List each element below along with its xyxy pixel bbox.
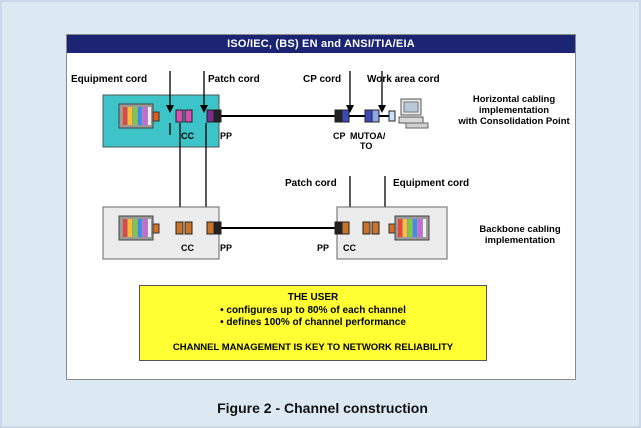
cp-connector-a [334,109,343,123]
backbone-desc-1: Backbone cabling [479,224,560,235]
label-cp: CP [333,131,346,141]
equipment-rack-backbone-left [118,215,154,241]
label-pp-backbone-left: PP [220,243,232,253]
work-area-plug [388,110,396,122]
message-title: THE USER [287,292,339,303]
label-to: TO [360,141,372,151]
label-patch-cord-backbone: Patch cord [285,178,337,189]
figure-caption: Figure 2 - Channel construction [217,400,428,416]
equipment-rack-horizontal [118,103,154,129]
cc-connector-backbone-right-b [371,221,380,235]
message-line-1: • configures up to 80% of each channel [220,305,406,316]
channel-diagram: Equipment cord Patch cord CP cord Work a… [71,71,571,260]
backbone-desc-2: implementation [485,235,555,246]
label-cp-cord: CP cord [303,74,341,85]
pp-connector-horizontal-a [206,109,215,123]
message-footer: CHANNEL MANAGEMENT IS KEY TO NETWORK REL… [172,342,454,353]
label-patch-cord-top: Patch cord [208,74,260,85]
mutoa-connector-a [364,109,373,123]
equipment-port-horizontal [152,111,160,122]
label-equipment-cord: Equipment cord [71,74,147,85]
equipment-rack-backbone-right [394,215,430,241]
pp-connector-backbone-right-a [334,221,343,235]
horizontal-desc-2: implementation [479,105,549,116]
cc-connector-backbone-left-a [175,221,184,235]
label-equipment-cord-backbone: Equipment cord [393,178,469,189]
pp-connector-backbone-left-a [206,221,215,235]
computer-icon [398,98,429,129]
pp-connector-horizontal-b [213,109,222,123]
pp-connector-backbone-left-b [213,221,222,235]
message-line-2: • defines 100% of channel performance [220,317,406,328]
horizontal-desc-3: with Consolidation Point [457,116,570,127]
label-cc-horizontal: CC [181,131,194,141]
diagram-panel: ISO/IEC, (BS) EN and ANSI/TIA/EIA Equipm… [66,34,576,380]
label-cc-backbone-left: CC [181,243,194,253]
pp-connector-backbone-right-b [341,221,350,235]
cc-connector-horizontal-a [175,109,184,123]
user-message-box: THE USER • configures up to 80% of each … [139,285,487,361]
label-pp-horizontal: PP [220,131,232,141]
label-pp-backbone-right: PP [317,243,329,253]
label-cc-backbone-right: CC [343,243,356,253]
horizontal-desc-1: Horizontal cabling [473,94,556,105]
label-mutoa: MUTOA/ [350,131,386,141]
label-work-area-cord: Work area cord [367,74,440,85]
cp-connector-b [341,109,350,123]
diagram-title-bar: ISO/IEC, (BS) EN and ANSI/TIA/EIA [67,35,575,53]
cc-connector-horizontal-b [184,109,193,123]
cc-connector-backbone-right-a [362,221,371,235]
mutoa-connector-b [371,109,380,123]
cc-connector-backbone-left-b [184,221,193,235]
